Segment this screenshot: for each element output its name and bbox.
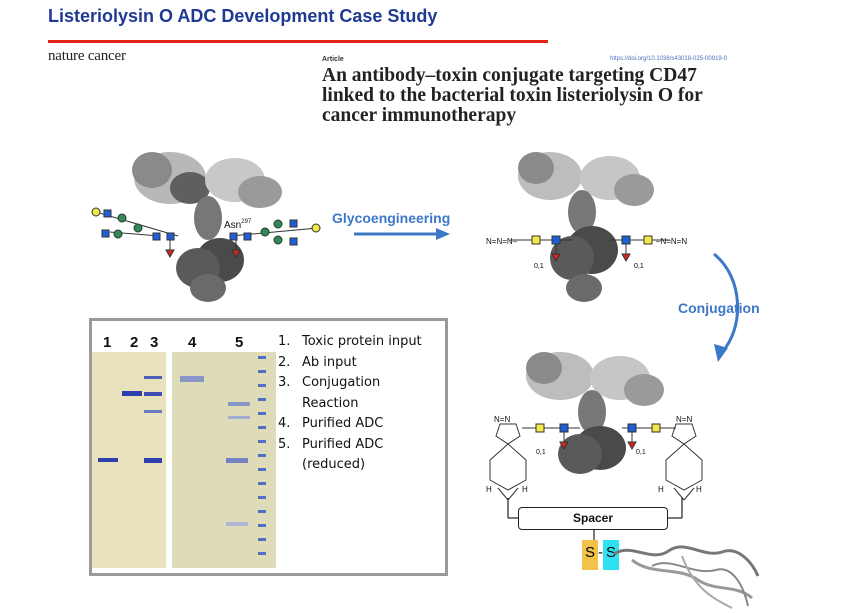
conjugation-label: Conjugation [678, 300, 760, 316]
legend-item: 1.Toxic protein input [278, 334, 422, 349]
lane-label: 3 [150, 334, 159, 351]
azide-linker-right [610, 235, 670, 263]
gel-band [226, 522, 248, 526]
legend-item: 2.Ab input [278, 354, 357, 370]
disulfide-bond: - [598, 544, 604, 561]
occupancy-label: 0,1 [534, 263, 544, 270]
lane-label: 2 [130, 334, 139, 351]
occupancy-label: 0,1 [634, 263, 644, 270]
antibody-structure-icon [526, 352, 664, 474]
molecular-weight-ladder [258, 356, 266, 564]
occupancy-label: 0,1 [536, 449, 546, 456]
azide-group-right: –N=N=N [656, 237, 687, 246]
arrow-right-icon [354, 228, 450, 240]
gel-band [98, 458, 118, 462]
hydrogen-label: H [522, 485, 528, 494]
spacer-box: Spacer [518, 507, 668, 530]
native-antibody: Asn297 [91, 152, 321, 302]
triazole-n-label-right: N=N [676, 415, 692, 424]
hydrogen-label: H [486, 485, 492, 494]
toxin-ribbon-icon [613, 545, 760, 609]
headline-line: An antibody–toxin conjugate targeting CD… [322, 65, 697, 86]
article-tag: Article [322, 56, 344, 63]
azide-antibody: N=N=N– –N=N=N 0,1 0,1 [486, 152, 687, 302]
gel-legend: 1.Toxic protein input 2.Ab input 3.Conju… [278, 332, 442, 476]
occupancy-label: 0,1 [636, 449, 646, 456]
journal-name: nature cancer [48, 48, 126, 64]
legend-item: 4.Purified ADC [278, 416, 384, 431]
gel-band [228, 416, 250, 419]
antibody-structure-icon [132, 152, 282, 302]
triazole-n-label-left: N=N [494, 415, 510, 424]
hydrogen-label: H [696, 485, 702, 494]
arrow-curved-down-icon [713, 252, 740, 362]
gel-band [144, 376, 162, 379]
glycan-chain-right [229, 219, 321, 259]
gel-band [144, 458, 162, 463]
triazole-linker-right [622, 423, 703, 501]
sulfur-right: S [603, 540, 620, 570]
gel-band [180, 376, 204, 382]
triazole-linker-left [489, 423, 580, 501]
asn-label: Asn297 [224, 219, 252, 231]
glycoengineering-label: Glycoengineering [332, 210, 451, 226]
gel-band [226, 458, 248, 463]
article-doi: https://doi.org/10.1038/s43018-025-00919… [610, 56, 728, 62]
lane-label: 5 [235, 334, 244, 351]
azide-linker-left [510, 235, 572, 263]
disulfide-linker: S - S [582, 540, 620, 570]
legend-item: 3.Conjugation Reaction [278, 375, 381, 411]
sulfur-left: S [582, 540, 599, 570]
azide-group-left: N=N=N– [486, 237, 518, 246]
gel-band [122, 391, 142, 396]
headline-line: cancer immunotherapy [322, 105, 517, 126]
title-divider [48, 40, 548, 43]
lane-label: 1 [103, 334, 112, 351]
gel-band [228, 402, 250, 406]
glycan-chain-left [91, 207, 179, 259]
conjugated-antibody: N=N H H N=N H H 0,1 0,1 [486, 352, 703, 501]
hydrogen-label: H [658, 485, 664, 494]
article-headline: An antibody–toxin conjugate targeting CD… [322, 66, 762, 126]
lane-label: 4 [188, 334, 197, 351]
gel-band [144, 392, 162, 396]
slide-title: Listeriolysin O ADC Development Case Stu… [48, 6, 438, 26]
antibody-structure-icon [518, 152, 654, 302]
spacer-bracket [507, 498, 683, 542]
headline-line: linked to the bacterial toxin listerioly… [322, 85, 703, 106]
gel-band [144, 410, 162, 413]
legend-item: 5.Purified ADC (reduced) [278, 436, 384, 473]
